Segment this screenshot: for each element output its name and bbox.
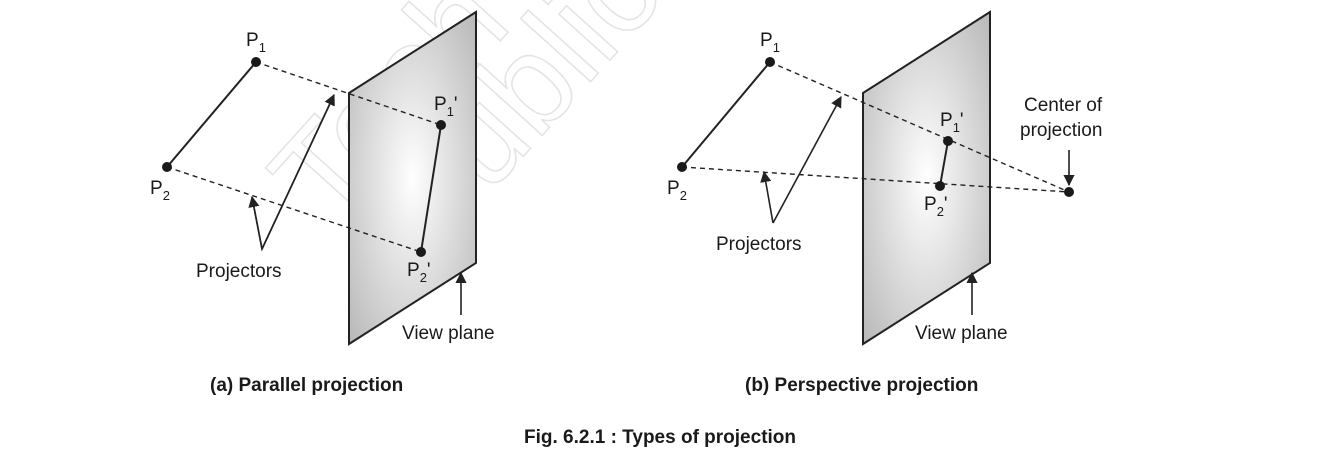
projectors-arrow-a-1 [248, 195, 263, 250]
label-p1-b: P1 [760, 30, 780, 55]
label-center-line1: Center of [1024, 95, 1103, 116]
label-projectors-b: Projectors [716, 234, 802, 255]
label-p1-prime-b: P1' [940, 110, 964, 135]
object-line-a [166, 61, 257, 168]
projector-line-b-2 [681, 166, 1070, 193]
projectors-arrow-b-2 [772, 96, 842, 224]
parallel-projection-diagram: P1 P2 P1' P2' Projectors View plane (a) … [150, 10, 495, 396]
projectors-arrow-b-1 [760, 170, 774, 224]
label-p2-a: P2 [150, 178, 170, 203]
point-p1-a [251, 57, 261, 67]
label-center-line2: projection [1020, 120, 1102, 141]
projected-line-a [420, 124, 442, 253]
caption-b: (b) Perspective projection [745, 375, 978, 396]
perspective-projection-diagram: P1 P2 P1' P2' Center of projection Proje… [667, 10, 1103, 396]
label-projectors-a: Projectors [196, 261, 282, 282]
center-of-projection-point [1064, 187, 1074, 197]
label-view-plane-b: View plane [915, 323, 1008, 344]
projectors-arrow-a-2 [261, 93, 335, 250]
point-p2-b [677, 162, 687, 172]
point-p1-b [765, 57, 775, 67]
label-p2-prime-a: P2' [407, 260, 431, 285]
label-p2-prime-b: P2' [924, 194, 948, 219]
projector-line-b-1 [769, 61, 1070, 193]
figure-caption: Fig. 6.2.1 : Types of projection [524, 427, 796, 448]
point-p1-prime-a [436, 120, 446, 130]
point-p2-prime-a [416, 247, 426, 257]
view-plane-b [862, 10, 991, 346]
label-view-plane-a: View plane [402, 323, 495, 344]
point-p2-prime-b [935, 181, 945, 191]
object-line-b [681, 61, 771, 168]
view-plane-a [348, 10, 477, 346]
label-p2-b: P2 [667, 178, 687, 203]
label-p1-prime-a: P1' [434, 94, 458, 119]
label-p1-a: P1 [246, 30, 266, 55]
point-p1-prime-b [943, 136, 953, 146]
caption-a: (a) Parallel projection [210, 375, 403, 396]
projected-line-b [939, 140, 949, 187]
point-p2-a [162, 162, 172, 172]
projector-line-a-1 [255, 61, 442, 126]
